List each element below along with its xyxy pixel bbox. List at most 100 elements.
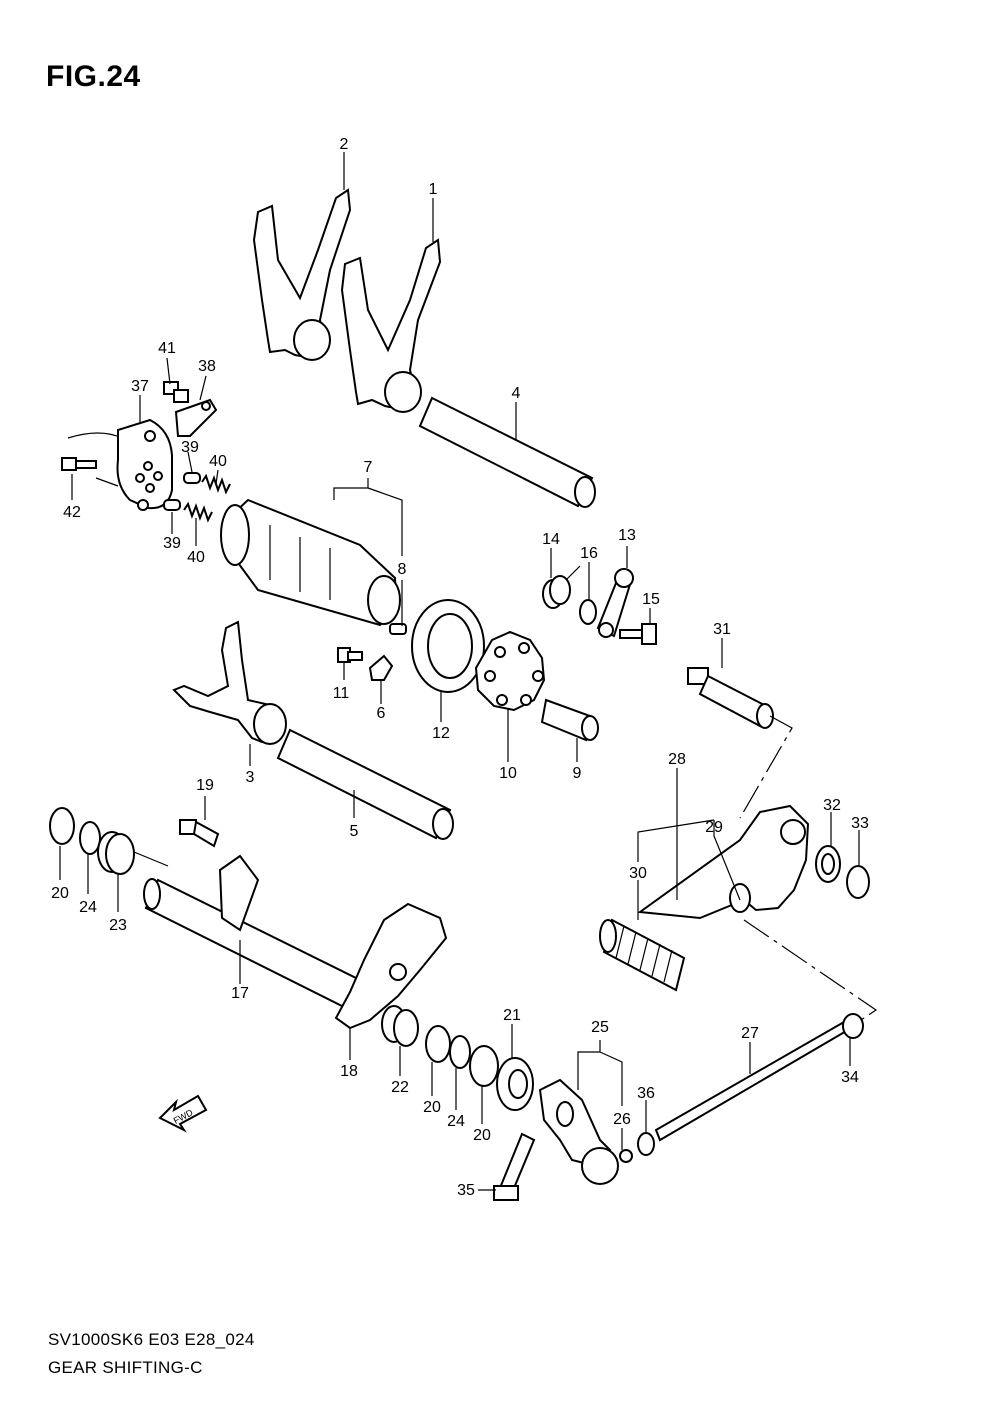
part-22-spring: [381, 1005, 419, 1047]
part-20-washer-right: [469, 1045, 499, 1087]
callout-22: 22: [391, 1079, 409, 1096]
assembly-line-sensor: [95, 477, 119, 487]
fwd-arrow: FWD: [158, 1094, 208, 1133]
part-24-clip-left: [79, 821, 101, 855]
part-13-stopper-arm: [596, 568, 634, 638]
callout-11: 11: [333, 685, 350, 702]
part-9-screw: [540, 698, 599, 742]
part-20-washer-mid: [425, 1025, 451, 1063]
callout-32: 32: [823, 797, 841, 814]
part-12-bearing: [411, 599, 485, 693]
callout-16: 16: [580, 545, 598, 562]
callout-26: 26: [613, 1111, 631, 1128]
callout-20-left: 20: [51, 885, 69, 902]
callout-17: 17: [231, 985, 249, 1002]
part-17-shift-shaft: [143, 854, 362, 1010]
callout-19: 19: [196, 777, 214, 794]
callout-24-mid: 24: [447, 1113, 465, 1130]
part-40-spring-lower: [183, 501, 213, 523]
part-36-nut: [637, 1132, 655, 1156]
part-7-shift-drum: [220, 498, 401, 627]
part-38-bracket: [174, 398, 218, 437]
callout-27: 27: [741, 1025, 759, 1042]
leader-lines: [59, 152, 860, 1191]
callout-numbers: 1 2 3 4 5 6 7 8 9 10 11 12 13 14 15 16 1…: [51, 136, 869, 1199]
callout-41: 41: [158, 340, 176, 357]
callout-15: 15: [642, 591, 660, 608]
part-6-washer: [368, 654, 394, 681]
part-23-spring: [97, 831, 169, 875]
callout-18: 18: [340, 1063, 358, 1080]
part-26-washer: [619, 1149, 633, 1163]
part-18-shift-arm: [334, 902, 448, 1030]
callout-4: 4: [512, 385, 521, 402]
part-15-bolt: [619, 623, 657, 645]
callout-25: 25: [591, 1019, 609, 1036]
callout-35: 35: [457, 1182, 475, 1199]
part-39-pin-upper: [183, 472, 201, 484]
model-code: SV1000SK6 E03 E28_024: [48, 1330, 255, 1349]
part-31-pivot-bolt: [687, 667, 774, 729]
callout-6: 6: [377, 705, 386, 722]
part-5-shaft: [276, 728, 454, 840]
assembly-line-rod: [743, 919, 878, 1023]
callout-37: 37: [131, 378, 149, 395]
callout-10: 10: [499, 765, 517, 782]
part-11-screw: [337, 647, 363, 663]
part-24-clip-mid: [449, 1035, 471, 1069]
callout-39-upper: 39: [181, 439, 199, 456]
part-42-screw: [61, 457, 97, 471]
callout-9: 9: [573, 765, 582, 782]
part-20-washer-left: [49, 807, 75, 845]
part-16-washer: [579, 599, 597, 625]
callout-14: 14: [542, 531, 560, 548]
callout-7: 7: [364, 459, 373, 476]
part-4-shaft: [418, 396, 596, 508]
part-35-bolt: [493, 1132, 536, 1201]
callout-20-mid: 20: [423, 1099, 441, 1116]
part-14-spring: [542, 565, 581, 609]
part-39-pin-lower: [163, 499, 181, 511]
callout-40-upper: 40: [209, 453, 227, 470]
callout-29: 29: [705, 819, 723, 836]
callout-21: 21: [503, 1007, 521, 1024]
part-25-shift-link: [538, 1078, 619, 1185]
callout-42: 42: [63, 504, 81, 521]
part-21-oil-seal: [496, 1057, 534, 1111]
callout-30: 30: [629, 865, 647, 882]
callout-3: 3: [246, 769, 255, 786]
part-1-shift-fork: [340, 238, 442, 413]
part-3-shift-fork: [172, 620, 287, 745]
callout-38: 38: [198, 358, 216, 375]
assembly-line-pivot: [739, 715, 793, 819]
part-34-nut: [842, 1013, 864, 1039]
figure-title: FIG.24: [46, 60, 141, 93]
callout-13: 13: [618, 527, 636, 544]
part-8-pin: [389, 623, 407, 635]
part-2-shift-fork: [252, 188, 352, 361]
callout-8: 8: [398, 561, 407, 578]
part-37-sensor: [67, 418, 173, 511]
part-32-washer: [815, 845, 841, 883]
callout-12: 12: [432, 725, 450, 742]
part-30-footpeg-rubber: [599, 918, 686, 992]
callout-36: 36: [637, 1085, 655, 1102]
callout-34: 34: [841, 1069, 859, 1086]
callout-23: 23: [109, 917, 127, 934]
callout-5: 5: [350, 823, 359, 840]
callout-39-lower: 39: [163, 535, 181, 552]
callout-20-right: 20: [473, 1127, 491, 1144]
callout-31: 31: [713, 621, 731, 638]
part-33-clip: [846, 865, 870, 899]
section-name: GEAR SHIFTING-C: [48, 1358, 203, 1377]
callout-28: 28: [668, 751, 686, 768]
callout-24-left: 24: [79, 899, 97, 916]
part-41-screw: [163, 381, 189, 403]
callout-33: 33: [851, 815, 869, 832]
part-10-cam: [474, 630, 546, 712]
part-19-bolt: [179, 819, 220, 848]
callout-1: 1: [429, 181, 438, 198]
callout-40-lower: 40: [187, 549, 205, 566]
callout-2: 2: [340, 136, 349, 153]
